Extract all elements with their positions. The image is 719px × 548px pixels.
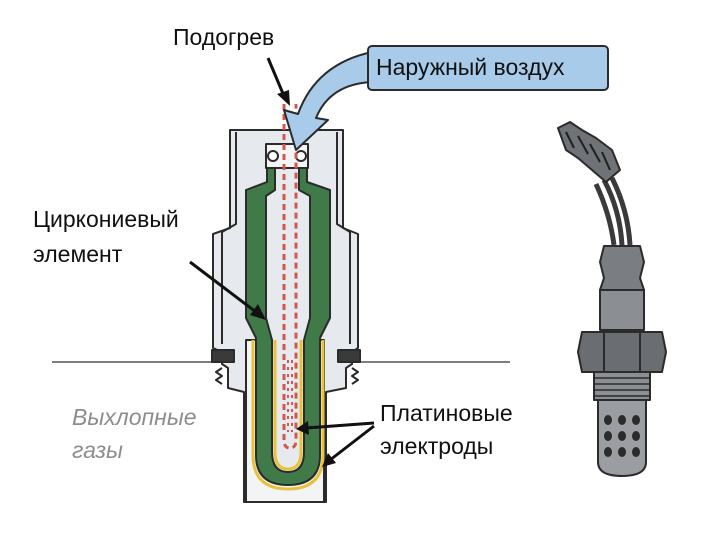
tip-hole	[618, 415, 626, 425]
heater-element	[282, 104, 298, 450]
tip-hole	[604, 415, 612, 425]
tip-holes	[604, 415, 640, 457]
tip-hole	[618, 431, 626, 441]
zirconium-leader-head	[250, 304, 266, 320]
exhaust-gases-label-line2: газы	[72, 437, 123, 463]
tip-hole	[618, 447, 626, 457]
sensor-shell	[599, 289, 645, 331]
sensor-wires	[593, 176, 633, 246]
outside-air-box	[367, 45, 609, 91]
platinum-leader-1	[305, 421, 375, 430]
housing-inner-wall-right	[336, 132, 351, 344]
tip-hole	[632, 415, 640, 425]
outside-air-arrow	[283, 51, 373, 151]
zirconium-inner-cavity	[265, 149, 311, 473]
heating-label: Подогрев	[173, 24, 275, 50]
outside-air-label: Наружный воздух	[376, 54, 565, 80]
cable-sleeve-wrap	[565, 131, 611, 171]
platinum-electrode-outer	[251, 340, 325, 491]
thread-left	[215, 367, 223, 385]
tip-hole	[632, 431, 640, 441]
sensor-external-view	[557, 121, 667, 477]
platinum-electrodes-label-line2: электроды	[380, 433, 494, 459]
tip-hole	[604, 447, 612, 457]
platinum-electrodes-label: Платиновые	[380, 400, 513, 426]
platinum-electrode-inner	[273, 340, 303, 471]
zirconium-element-label: Циркониевый	[33, 206, 179, 232]
heating-leader-head	[277, 90, 290, 106]
cable-sleeve	[557, 121, 621, 183]
thread-lines	[594, 377, 650, 397]
zirconium-leader	[189, 260, 257, 314]
seal-washer-right	[337, 349, 361, 363]
leader-lines	[189, 57, 375, 467]
platinum-leader-2-head	[322, 453, 336, 467]
platinum-leader-1-head	[296, 421, 309, 435]
heater-element-core	[287, 360, 293, 432]
sensor-hex	[577, 331, 667, 373]
sensor-boot	[599, 245, 645, 291]
tip-hole	[604, 431, 612, 441]
tip-hole	[632, 447, 640, 457]
thread-right	[351, 367, 359, 385]
terminal-nut	[265, 143, 309, 169]
exhaust-gases-label: Выхлопные	[72, 404, 197, 430]
terminal-ring-left	[267, 150, 279, 162]
zirconium-element-label-line2: элемент	[33, 241, 123, 267]
platinum-leader-2	[329, 424, 375, 462]
seal-washer-left	[211, 349, 235, 363]
heating-leader	[266, 57, 286, 97]
